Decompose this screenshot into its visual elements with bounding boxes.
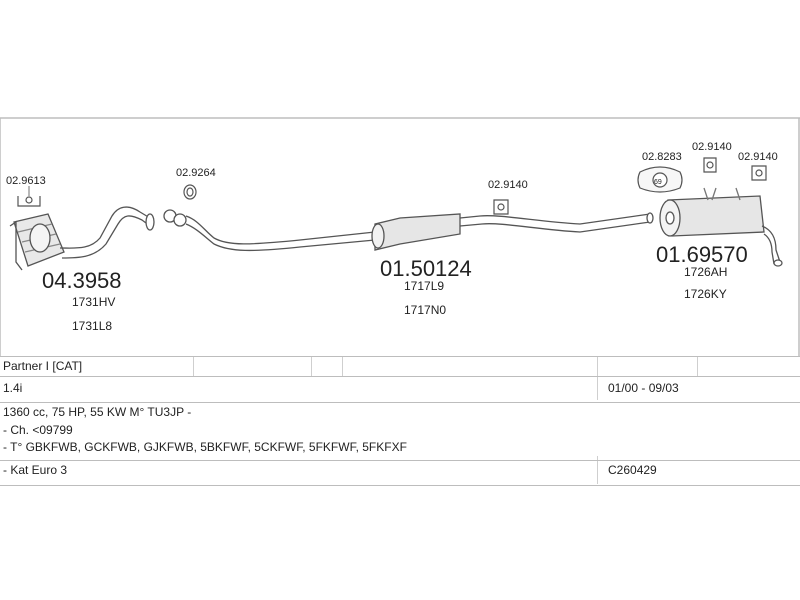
part-ref-front-1: 1731HV (72, 295, 115, 309)
rear-silencer (659, 187, 783, 267)
hanger-02-9140-rear-1-icon (703, 157, 717, 173)
part-ref-middle-1: 1717L9 (404, 279, 444, 293)
kat-label: - Kat Euro 3 (3, 463, 68, 477)
clamp-code-front: 02.9613 (6, 175, 46, 187)
kit-column-divider (597, 456, 598, 484)
hanger-code-rear-1: 02.9140 (692, 141, 732, 153)
detail-line-2: - Ch. <09799 (3, 423, 73, 437)
part-ref-front-2: 1731L8 (72, 319, 112, 333)
clamp-code-middle: 02.9264 (176, 167, 216, 179)
table-row-kat: - Kat Euro 3 C260429 (0, 460, 800, 486)
title-row-divider-2 (311, 356, 312, 376)
title-row-divider-5 (697, 356, 698, 376)
hanger-code-rear-2: 02.9140 (738, 151, 778, 163)
part-code-middle-pipe: 01.50124 (380, 256, 472, 281)
date-column-divider (597, 376, 598, 400)
detail-line-1: 1360 cc, 75 HP, 55 KW M° TU3JP - (3, 405, 192, 419)
table-row-engine: 1.4i 01/00 - 09/03 (0, 376, 800, 401)
hanger-02-9140-middle-icon (493, 199, 509, 215)
kit-code: C260429 (608, 463, 657, 477)
vehicle-title: Partner I [CAT] (3, 359, 83, 373)
gasket-badge: 69 (654, 179, 662, 186)
title-row-divider-3 (342, 356, 343, 376)
table-row-title: Partner I [CAT] (0, 356, 800, 377)
flange-gasket-02-8283-icon (637, 166, 683, 193)
part-ref-rear-2: 1726KY (684, 287, 727, 301)
gasket-code: 02.8283 (642, 151, 682, 163)
part-ref-middle-2: 1717N0 (404, 303, 446, 317)
part-code-front-pipe: 04.3958 (42, 268, 122, 293)
hanger-code-middle: 02.9140 (488, 179, 528, 191)
front-pipe-catalyst (9, 206, 155, 271)
detail-line-3: - T° GBKFWB, GCKFWB, GJKFWB, 5BKFWF, 5CK… (3, 440, 407, 454)
title-row-divider-4 (597, 356, 598, 376)
engine-label: 1.4i (3, 381, 23, 395)
title-row-divider-1 (193, 356, 194, 376)
clamp-02-9264-icon (183, 184, 197, 200)
table-row-details: 1360 cc, 75 HP, 55 KW M° TU3JP - - Ch. <… (0, 402, 800, 457)
part-code-rear-silencer: 01.69570 (656, 242, 748, 267)
hanger-02-9140-rear-2-icon (751, 165, 767, 181)
part-ref-rear-1: 1726AH (684, 265, 727, 279)
clamp-02-9613-icon (17, 186, 41, 207)
middle-pipe (163, 209, 654, 252)
date-range: 01/00 - 09/03 (608, 381, 679, 395)
